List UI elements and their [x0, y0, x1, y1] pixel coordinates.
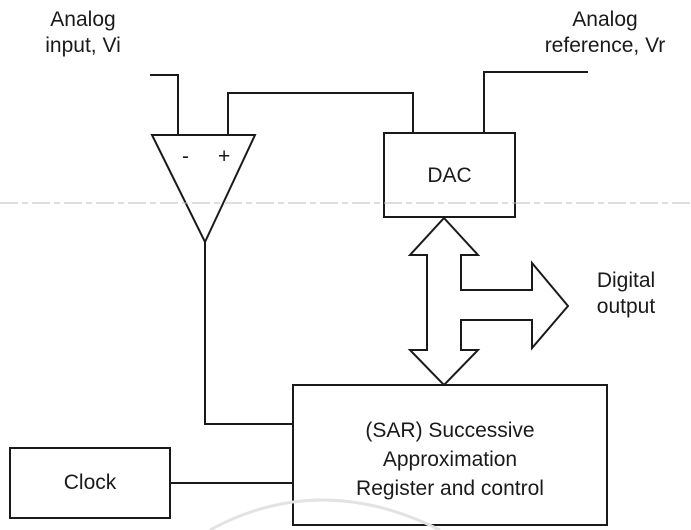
sar-box	[292, 384, 608, 526]
sar-label-line-1: (SAR) Successive	[365, 419, 535, 442]
analog-reference-wire	[483, 71, 588, 133]
analog-input-wire	[150, 74, 179, 135]
digital-output-label-line-1: Digital	[596, 269, 656, 292]
sar-label-line-3: Register and control	[356, 477, 544, 500]
dac-label: DAC	[427, 164, 472, 187]
comparator-triangle	[150, 134, 257, 245]
analog-input-label: Analog input, Vi	[28, 7, 138, 59]
comparator-plus-sign: +	[218, 145, 231, 168]
bus-arrow	[407, 216, 570, 387]
comparator-minus-sign: -	[182, 145, 189, 168]
analog-reference-label-line-2: reference, Vr	[544, 34, 666, 57]
sar-label-line-2: Approximation	[382, 448, 518, 471]
analog-input-label-line-1: Analog	[50, 8, 116, 31]
clock-label: Clock	[63, 471, 117, 494]
dac-to-comparator-wire	[227, 92, 414, 135]
analog-reference-label: Analog reference, Vr	[526, 7, 684, 59]
analog-reference-label-line-1: Analog	[572, 8, 638, 31]
sar-label: (SAR) Successive Approximation Register …	[293, 416, 607, 503]
comparator-output-wire	[204, 242, 293, 425]
dac-box	[383, 132, 516, 218]
watermark-arc	[209, 498, 441, 530]
analog-input-label-line-2: input, Vi	[45, 34, 121, 57]
digital-output-label: Digital output	[576, 268, 676, 320]
digital-output-label-line-2: output	[596, 295, 656, 318]
